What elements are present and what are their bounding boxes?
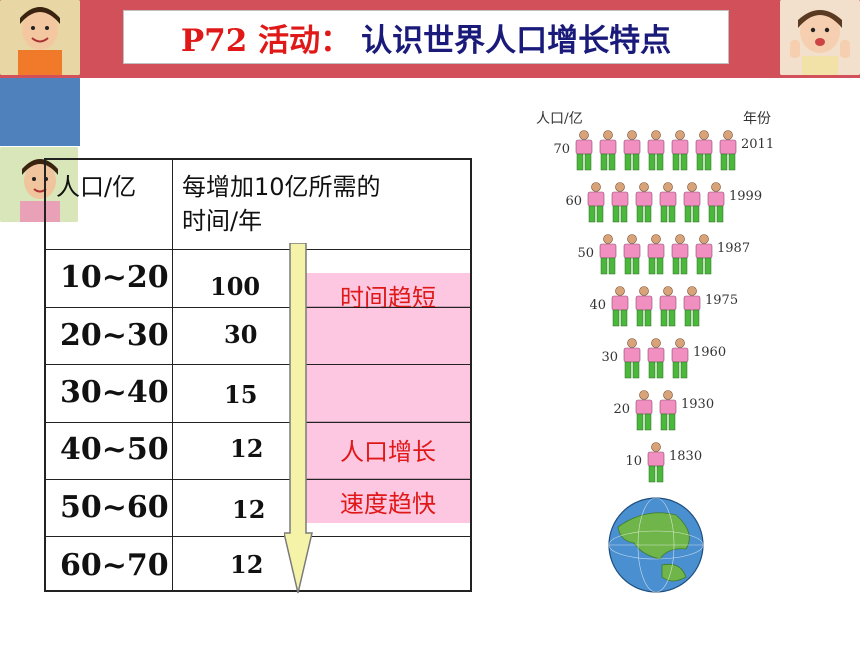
row-years: 15 xyxy=(224,380,258,409)
child-photo-right xyxy=(780,0,860,75)
person-icon xyxy=(611,286,629,327)
population-growth-figure: 人口/亿 年份 70 2011 60 1999 50 1987 40 1975 30 1960 20… xyxy=(530,100,800,600)
person-icon xyxy=(599,130,617,171)
row-range: 30~40 xyxy=(60,375,169,410)
person-icon xyxy=(683,182,701,223)
person-icon xyxy=(623,338,641,379)
table-column-divider xyxy=(172,160,173,590)
person-icon xyxy=(647,234,665,275)
person-icon xyxy=(599,234,617,275)
blue-accent-block xyxy=(0,78,80,146)
header-years-line1: 每增加10亿所需的 xyxy=(182,173,381,201)
growth-trend-label-1: 人口增长 xyxy=(340,438,436,466)
person-icon xyxy=(623,130,641,171)
person-icon xyxy=(695,234,713,275)
table-row-divider xyxy=(46,536,470,537)
row-range: 20~30 xyxy=(60,318,169,353)
population-level-label: 10 xyxy=(625,454,642,469)
trend-highlight-box xyxy=(304,273,472,523)
person-icon xyxy=(683,286,701,327)
table-row-divider xyxy=(46,422,470,423)
population-table: 人口/亿 每增加10亿所需的 时间/年 10~20 100 20~30 30 3… xyxy=(44,158,472,592)
person-icon xyxy=(671,338,689,379)
header-years-line2: 时间/年 xyxy=(182,207,263,235)
person-icon xyxy=(575,130,593,171)
person-icon xyxy=(707,182,725,223)
population-level-label: 40 xyxy=(589,298,606,313)
figure-ylabel: 人口/亿 xyxy=(536,111,583,127)
year-label: 1830 xyxy=(669,449,702,464)
person-icon xyxy=(635,182,653,223)
row-years: 12 xyxy=(230,434,264,463)
figure-year-label: 年份 xyxy=(743,111,771,127)
person-icon xyxy=(659,182,677,223)
person-icon xyxy=(647,442,665,483)
person-icon xyxy=(671,234,689,275)
person-icon xyxy=(695,130,713,171)
population-level-label: 20 xyxy=(613,402,630,417)
slide-title: P72 活动： 认识世界人口增长特点 xyxy=(123,10,729,64)
people-pyramid: 70 2011 60 1999 50 1987 40 1975 30 1960 20 1930 10 18… xyxy=(553,130,774,593)
year-label: 1960 xyxy=(693,345,726,360)
person-icon xyxy=(647,338,665,379)
population-level-label: 50 xyxy=(577,246,594,261)
population-level-label: 60 xyxy=(565,194,582,209)
person-icon xyxy=(587,182,605,223)
person-icon xyxy=(719,130,737,171)
highlight-divider xyxy=(304,421,472,422)
row-range: 10~20 xyxy=(60,260,169,295)
row-range: 40~50 xyxy=(60,432,169,467)
title-prefix: P72 活动： xyxy=(180,22,352,59)
year-label: 1975 xyxy=(705,293,738,308)
year-label: 2011 xyxy=(741,137,774,152)
header-population: 人口/亿 xyxy=(56,173,137,201)
person-icon xyxy=(671,130,689,171)
row-range: 60~70 xyxy=(60,548,169,583)
person-icon xyxy=(635,390,653,431)
person-icon xyxy=(623,234,641,275)
person-icon xyxy=(659,286,677,327)
row-years: 12 xyxy=(230,550,264,579)
table-row-divider xyxy=(46,307,470,308)
growth-trend-label-2: 速度趋快 xyxy=(340,490,436,518)
person-icon xyxy=(659,390,677,431)
row-years: 100 xyxy=(210,272,261,301)
row-range: 50~60 xyxy=(60,490,169,525)
downward-arrow-icon xyxy=(284,243,313,594)
person-icon xyxy=(635,286,653,327)
row-years: 30 xyxy=(224,320,258,349)
year-label: 1987 xyxy=(717,241,750,256)
title-text: 认识世界人口增长特点 xyxy=(361,22,672,59)
population-level-label: 30 xyxy=(601,350,618,365)
child-photo-left xyxy=(0,0,80,75)
population-level-label: 70 xyxy=(553,142,570,157)
row-years: 12 xyxy=(232,495,266,524)
year-label: 1999 xyxy=(729,189,762,204)
person-icon xyxy=(647,130,665,171)
highlight-divider xyxy=(304,306,472,307)
highlight-divider xyxy=(304,478,472,479)
globe-icon xyxy=(608,497,704,593)
year-label: 1930 xyxy=(681,397,714,412)
table-row-divider xyxy=(46,249,470,250)
person-icon xyxy=(611,182,629,223)
table-row-divider xyxy=(46,364,470,365)
table-row-divider xyxy=(46,479,470,480)
